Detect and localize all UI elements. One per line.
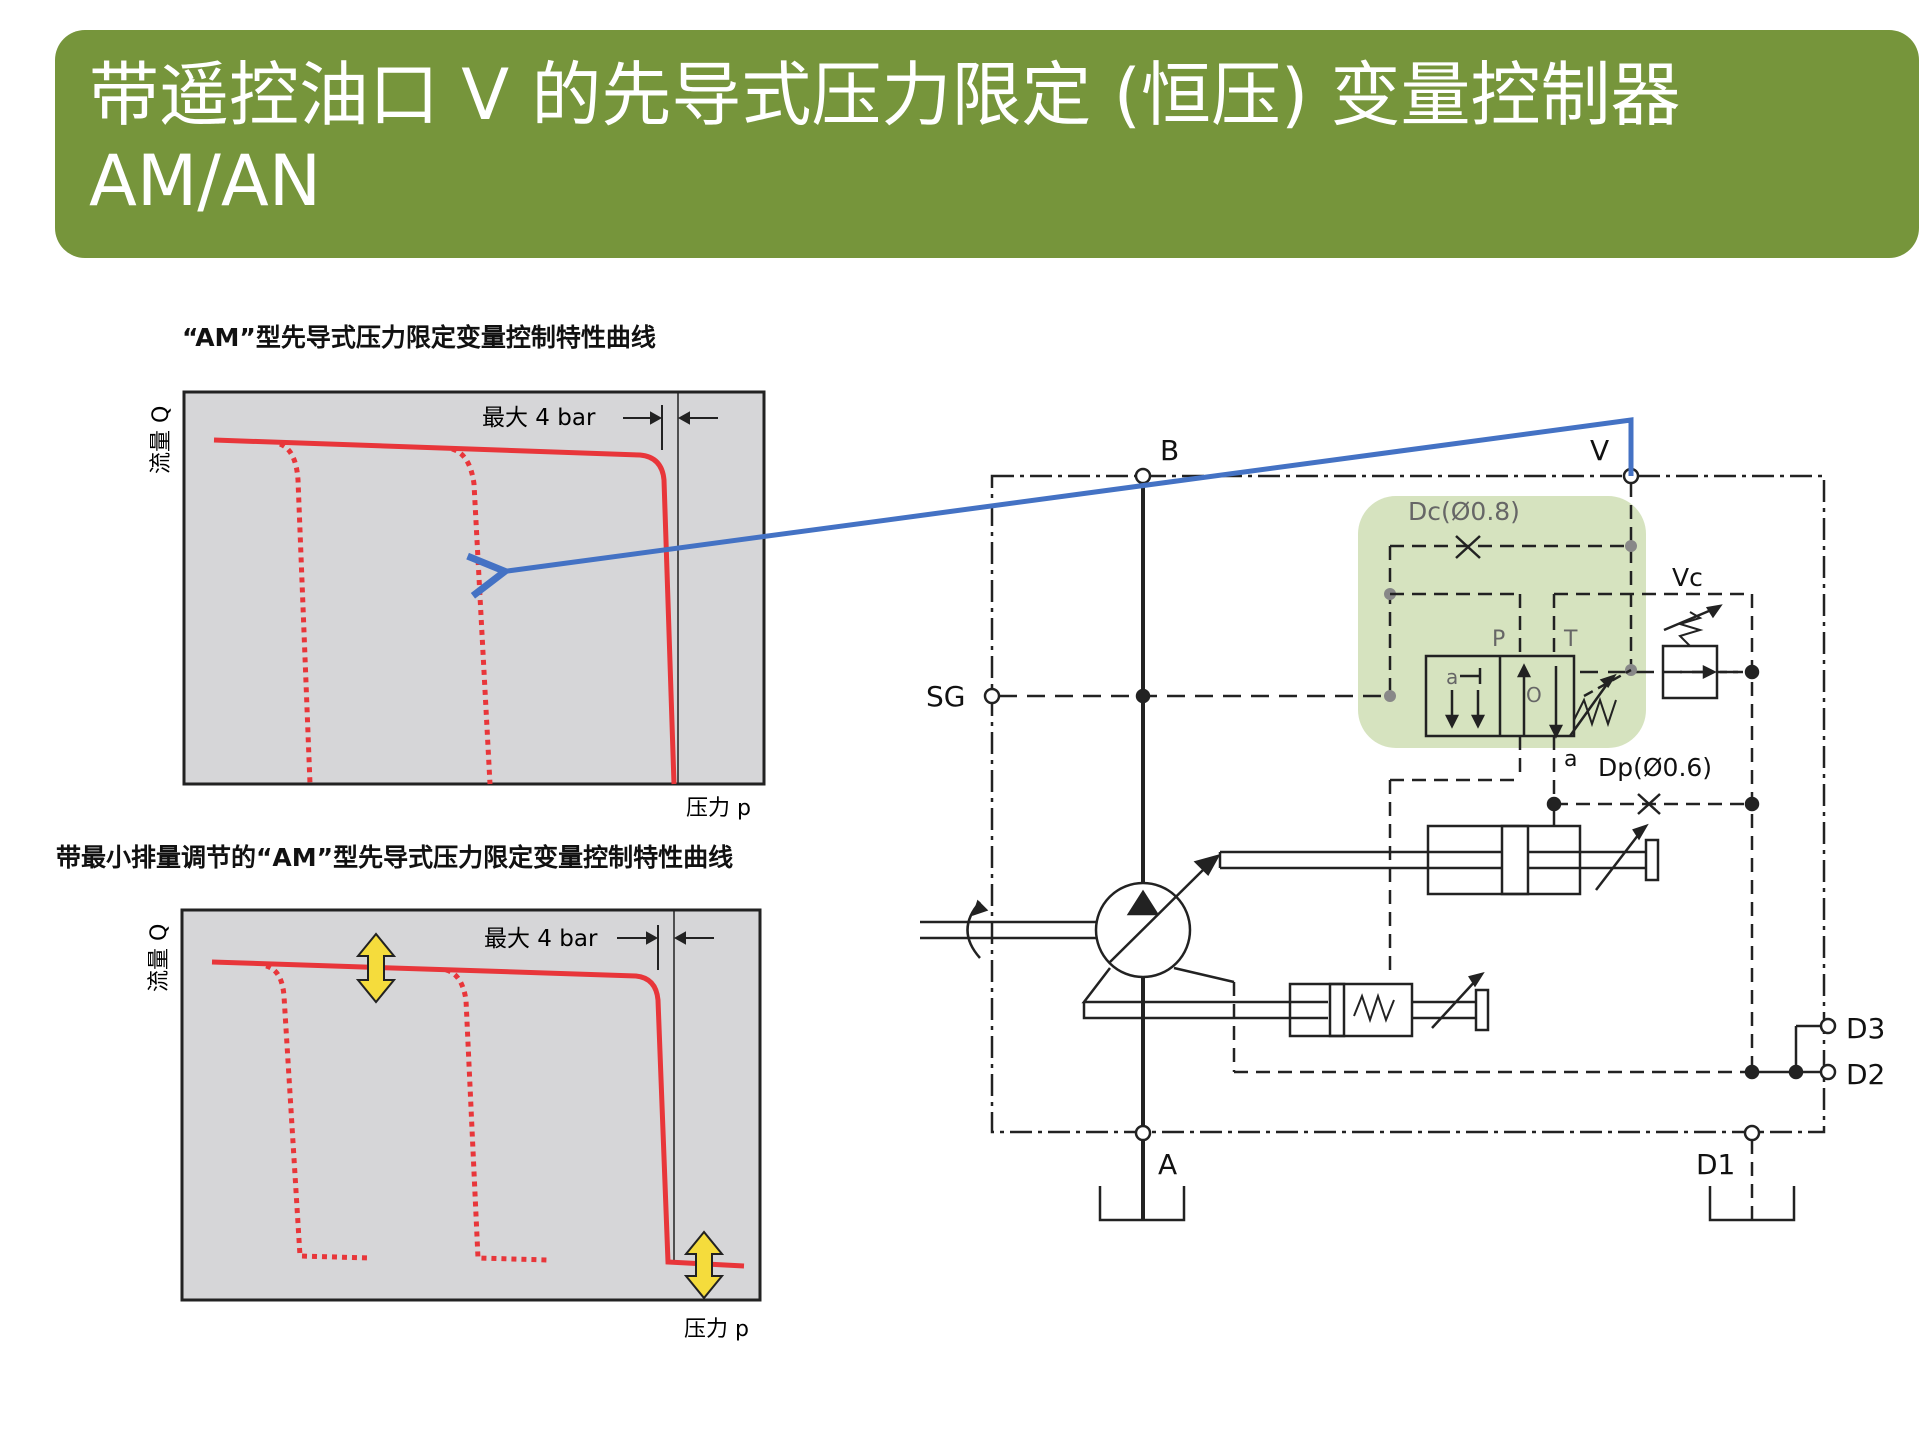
chart2-y-axis-label: 流量 Q — [147, 924, 172, 992]
chart1-tolerance-marker — [623, 405, 718, 450]
valve-port-o-label: O — [1526, 683, 1542, 707]
chart1-x-axis-label: 压力 p — [686, 796, 751, 821]
chart2-x-axis-label: 压力 p — [684, 1317, 749, 1342]
chart1-main-curve — [213, 437, 677, 785]
port-v-label: V — [1590, 434, 1609, 467]
port-a-label: A — [1158, 1148, 1177, 1181]
slide-title: 带遥控油口 V 的先导式压力限定 (恒压) 变量控制器 — [89, 54, 1681, 136]
chart2-remote-curve-1 — [265, 963, 371, 1261]
chart2-annotation-max-4bar: 最大 4 bar — [484, 926, 598, 952]
valve-a-label: a — [1446, 665, 1458, 689]
chart2-min-displacement-adjust-arrow — [683, 1230, 725, 1300]
chart1-annotation-max-4bar: 最大 4 bar — [482, 405, 596, 431]
chart1-title: “AM”型先导式压力限定变量控制特性曲线 — [182, 323, 656, 352]
control-cylinder-upper — [1426, 824, 1582, 896]
valve-vc-label: Vc — [1672, 563, 1703, 592]
title-banner: 带遥控油口 V 的先导式压力限定 (恒压) 变量控制器 AM/AN — [55, 30, 1919, 258]
chart2-tolerance-marker — [617, 925, 714, 970]
port-d3-label: D3 — [1846, 1012, 1885, 1045]
unit-boundary — [990, 474, 1826, 1134]
pilot-a-label: a — [1564, 747, 1577, 772]
hydraulic-schematic — [920, 467, 1837, 1222]
port-d1-label: D1 — [1696, 1148, 1735, 1181]
chart1-remote-curve-1 — [278, 441, 313, 785]
orifice-dc-label: Dc(Ø0.8) — [1408, 497, 1520, 526]
schematic-labels: B V SG A D1 D2 D3 Dc(Ø0.8) Dp(Ø0.6) Vc P… — [926, 434, 1885, 1181]
chart1: 流量 Q 压力 p 最大 4 bar — [149, 390, 766, 821]
tank-d1 — [1708, 1186, 1796, 1222]
v-port-pointer-arrow — [500, 417, 1634, 572]
chart2-remote-curve-2 — [445, 967, 549, 1263]
port-sg-label: SG — [926, 680, 965, 713]
valve-port-t-label: T — [1563, 627, 1578, 652]
control-cylinder-lower — [1288, 982, 1414, 1038]
valve-port-p-label: P — [1492, 627, 1505, 652]
chart1-y-axis-label: 流量 Q — [149, 406, 174, 474]
port-d2-label: D2 — [1846, 1058, 1885, 1091]
chart2-main-curve — [211, 959, 745, 1269]
slide-subtitle: AM/AN — [89, 140, 322, 222]
port-b-label: B — [1160, 434, 1179, 467]
chart1-remote-curve-2 — [451, 446, 493, 785]
chart2-title: 带最小排量调节的“AM”型先导式压力限定变量控制特性曲线 — [56, 843, 734, 872]
tank-a — [1098, 1186, 1186, 1222]
chart2-max-flow-adjust-arrow — [355, 932, 397, 1004]
orifice-dp-label: Dp(Ø0.6) — [1598, 753, 1712, 782]
chart2: 流量 Q 压力 p 最大 4 bar — [147, 908, 762, 1342]
